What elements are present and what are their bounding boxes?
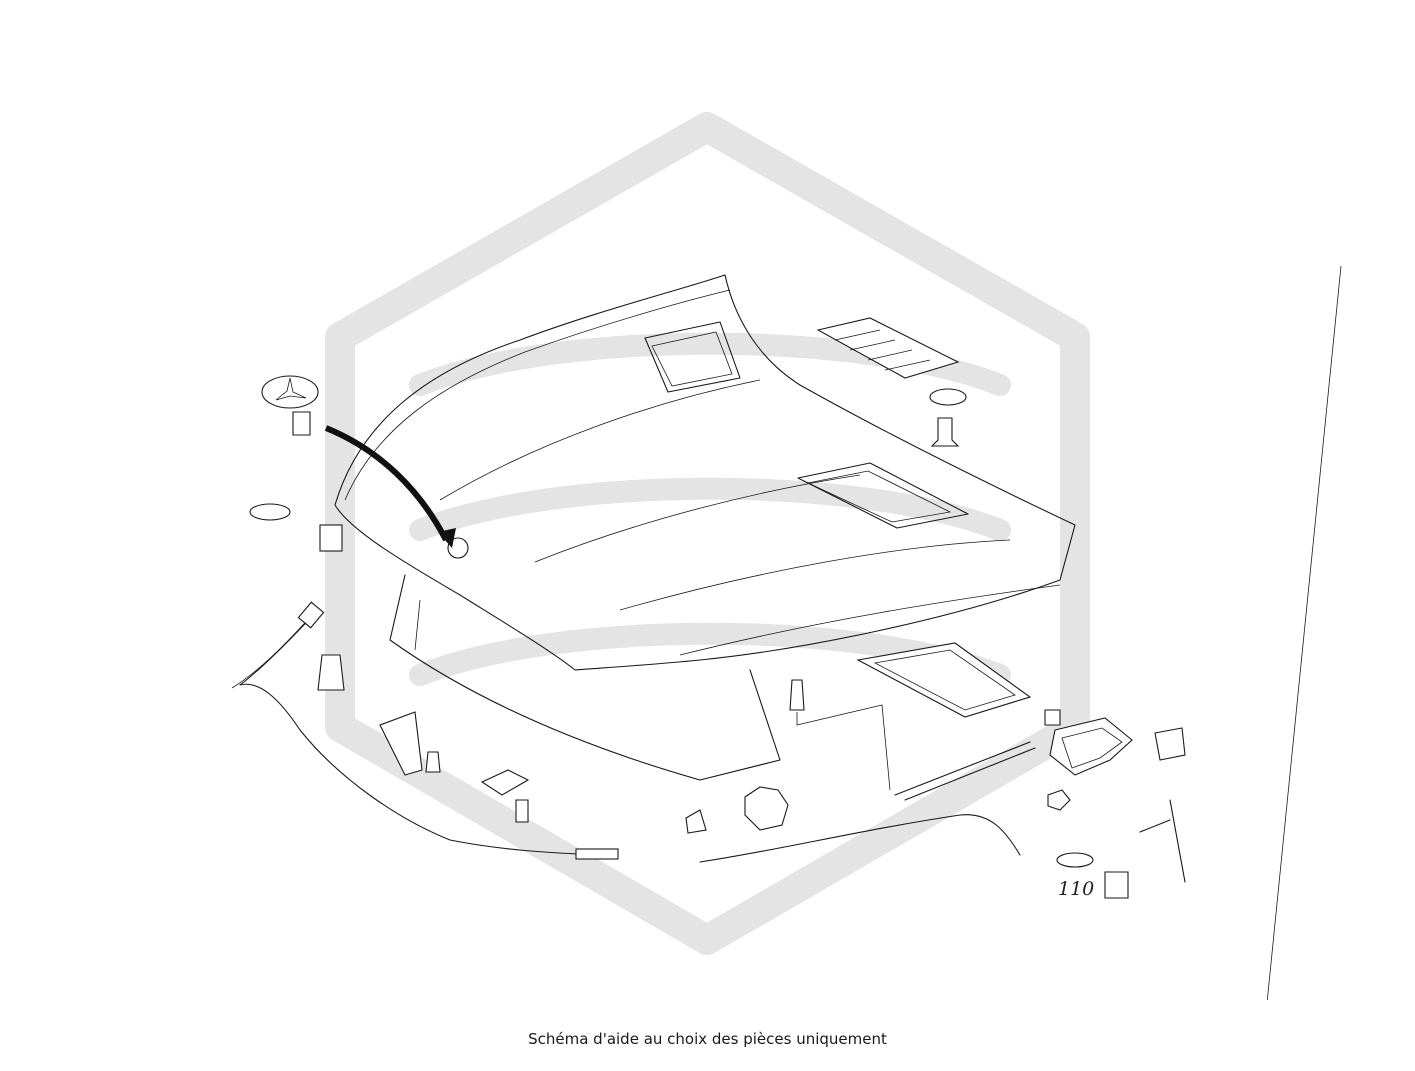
latch-rod xyxy=(1139,799,1186,883)
spring-clip xyxy=(317,654,345,691)
bolt xyxy=(930,417,960,447)
clip-2 xyxy=(685,809,707,834)
vent-grille xyxy=(816,317,960,379)
stop-pin xyxy=(789,679,805,711)
hood-panel xyxy=(334,274,1076,781)
hood-parts-diagram: 110 xyxy=(231,112,1342,1000)
seal-ring xyxy=(249,503,291,521)
cover-cap xyxy=(1104,871,1129,899)
release-cable-left xyxy=(231,601,619,860)
leader-line xyxy=(796,704,891,791)
washer xyxy=(1056,852,1094,868)
gas-strut xyxy=(894,741,1036,801)
hinge-assembly xyxy=(1049,717,1133,776)
catch-plate xyxy=(480,769,530,796)
rubber-mount xyxy=(744,786,789,831)
emblem-star-icon xyxy=(275,377,307,401)
frame-line xyxy=(1266,265,1342,1000)
bolt-2 xyxy=(1044,709,1061,726)
screw-2 xyxy=(515,799,529,823)
latch-bracket xyxy=(379,711,423,776)
clip xyxy=(292,411,311,436)
part-label-110: 110 xyxy=(1058,878,1094,900)
insulation-panel xyxy=(856,642,1032,718)
emblem xyxy=(261,375,319,409)
screw-1 xyxy=(425,751,441,773)
release-cable-center xyxy=(699,814,1021,863)
hinge-pin xyxy=(1154,727,1186,761)
grommet xyxy=(929,388,967,406)
buffer xyxy=(319,524,343,552)
caption: Schéma d'aide au choix des pièces unique… xyxy=(528,1030,887,1048)
nut xyxy=(1047,789,1071,811)
indicator-arrowhead xyxy=(438,528,456,548)
indicator-arrow xyxy=(324,425,449,542)
